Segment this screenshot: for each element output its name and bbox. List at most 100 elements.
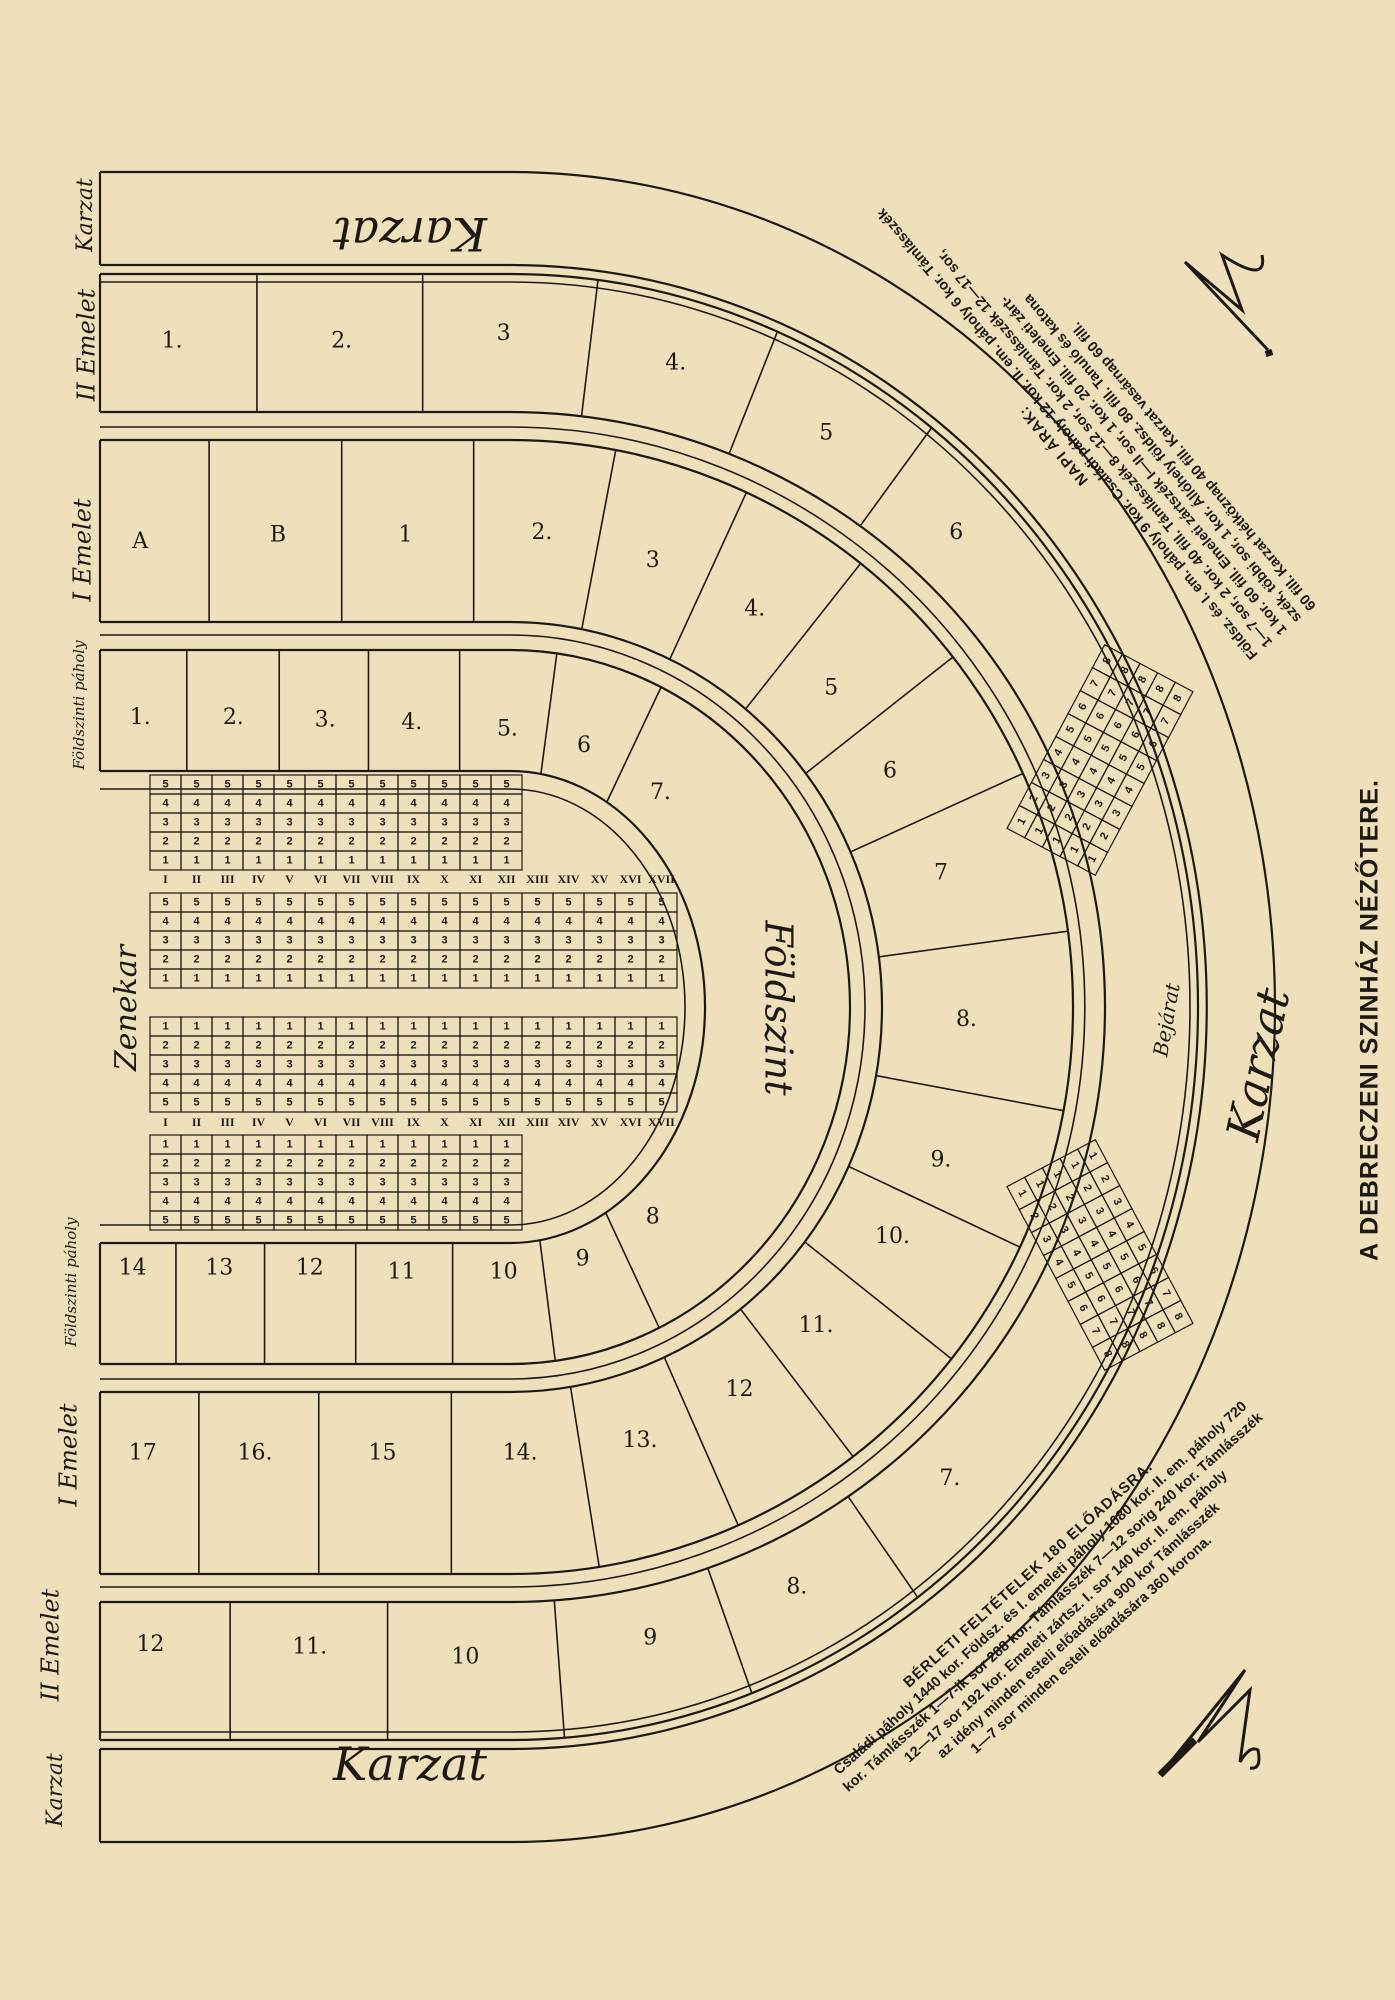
stall-seat-number: 1 (162, 1020, 168, 1032)
first-floor-box-number: 17 (129, 1441, 157, 1466)
page-title: A DEBRECZENI SZINHÁZ NÉZŐTERE. (1355, 779, 1384, 1261)
box-divider (707, 1567, 753, 1694)
stall-seat-number: 5 (348, 896, 354, 908)
stall-seat-number: 1 (348, 854, 354, 866)
stall-seat-number: 2 (286, 953, 292, 965)
stall-seat-number: 2 (410, 1157, 416, 1169)
second-floor-box-number: 8. (786, 1574, 807, 1599)
stall-seat-number: 5 (472, 778, 478, 790)
balcony-seat-number: 5 (1064, 1280, 1077, 1291)
balcony-seat-number: 5 (1135, 762, 1148, 773)
stall-seat-number: 3 (410, 934, 416, 946)
stall-seat-number: 2 (596, 1039, 602, 1051)
balcony-seat-number: 5 (1082, 1270, 1095, 1281)
stall-row-numeral: XV (591, 1115, 609, 1129)
balcony-seat-number: 2 (1098, 1173, 1111, 1184)
stall-seat-number: 3 (472, 816, 478, 828)
stall-seat-number: 3 (348, 934, 354, 946)
balcony-seat-number: 8 (1118, 665, 1131, 676)
stall-seat-number: 3 (441, 934, 447, 946)
stall-seat-number: 5 (193, 1096, 199, 1108)
stall-row-numeral: XVII (648, 872, 675, 886)
stall-row-numeral: X (440, 872, 449, 886)
balcony-seat-number: 1 (1051, 1169, 1064, 1180)
stall-seat-number: 2 (596, 953, 602, 965)
stall-seat-number: 3 (503, 934, 509, 946)
stall-seat-number: 1 (658, 1020, 664, 1032)
stall-seat-number: 1 (255, 972, 261, 984)
stall-seat-number: 2 (255, 953, 261, 965)
stall-seat-number: 3 (348, 1058, 354, 1070)
stall-seat-number: 3 (596, 1058, 602, 1070)
stall-row-numeral: VI (314, 1115, 328, 1129)
signature-flourish-bottom (1157, 1669, 1261, 1778)
stall-seat-number: 3 (658, 1058, 664, 1070)
box-divider (604, 1212, 660, 1329)
ground-box-number: 7. (650, 780, 671, 805)
stall-seat-number: 5 (348, 778, 354, 790)
second-floor-box-number: 2. (331, 329, 352, 354)
stall-seat-number: 4 (224, 1195, 231, 1207)
ground-box-number: 6 (577, 733, 591, 758)
stall-seat (490, 850, 523, 871)
tier-outer-line-i (100, 438, 1075, 1576)
stall-seat-number: 4 (286, 797, 293, 809)
ground-label: Földszint (757, 919, 801, 1096)
stall-seat-number: 3 (441, 816, 447, 828)
stall-seat-number: 3 (379, 1176, 385, 1188)
box-divider (728, 331, 779, 455)
stall-row-numeral: II (192, 1115, 202, 1129)
second-floor-box-number: 10 (451, 1645, 479, 1670)
stall-seat-number: 3 (441, 1058, 447, 1070)
stall-seat-number: 1 (503, 1020, 509, 1032)
stall-seat-number: 4 (348, 1077, 355, 1089)
stall-seat-number: 4 (255, 1195, 262, 1207)
first-floor-label-bottom: I Emelet (55, 1403, 83, 1507)
stall-seat-number: 3 (193, 816, 199, 828)
balcony-seat-number: 3 (1040, 770, 1053, 781)
stall-row-numeral: II (192, 872, 202, 886)
stall-seat-number: 2 (162, 835, 168, 847)
balcony-seat-number: 8 (1171, 693, 1184, 704)
stall-seat-number: 5 (317, 896, 323, 908)
stall-seat-number: 3 (286, 934, 292, 946)
balcony-seat-number: 6 (1112, 1284, 1125, 1295)
balcony-seat-number: 4 (1070, 1247, 1084, 1259)
tier-outer-line-ii (100, 272, 1200, 1742)
box-divider (804, 1241, 952, 1360)
stall-seat-number: 4 (255, 1077, 262, 1089)
stall-seat (645, 968, 678, 989)
stall-seat-number: 2 (193, 1157, 199, 1169)
stall-seat-number: 3 (162, 816, 168, 828)
balcony-seat-number: 5 (1099, 743, 1112, 754)
stall-seat-number: 3 (193, 1058, 199, 1070)
stall-row-numeral: XIV (557, 1115, 579, 1129)
stall-seat-number: 3 (255, 934, 261, 946)
stall-seat-number: 1 (410, 1020, 416, 1032)
balcony-seat-number: 8 (1101, 1349, 1114, 1360)
first-floor-box-number: 7 (934, 860, 948, 885)
balcony-seat-number: 1 (1068, 844, 1081, 855)
stall-seat-number: 5 (224, 1214, 230, 1226)
balcony-seat-number: 7 (1141, 706, 1154, 717)
stall-seat-number: 2 (503, 1157, 509, 1169)
stall-seat-number: 5 (658, 896, 664, 908)
stall-seat-number: 2 (658, 1039, 664, 1051)
stall-seat-number: 3 (503, 816, 509, 828)
stall-seat-number: 2 (286, 835, 292, 847)
stall-row-numeral: VII (342, 1115, 360, 1129)
second-floor-box-number: 12 (136, 1632, 164, 1657)
ground-box-number: 13 (205, 1256, 233, 1281)
stall-seat-number: 1 (534, 1020, 540, 1032)
balcony-seat-number: 6 (1076, 701, 1089, 712)
second-floor-label-top: II Emelet (73, 288, 101, 402)
stall-seat-number: 1 (255, 1138, 261, 1150)
ground-box-number: 5. (497, 716, 518, 741)
stall-row-numeral: X (440, 1115, 449, 1129)
stall-seat-number: 4 (162, 1077, 169, 1089)
stall-seat-number: 4 (348, 915, 355, 927)
stall-seat-number: 5 (162, 1096, 168, 1108)
stall-seat-number: 1 (441, 972, 447, 984)
stall-seat-number: 2 (348, 835, 354, 847)
